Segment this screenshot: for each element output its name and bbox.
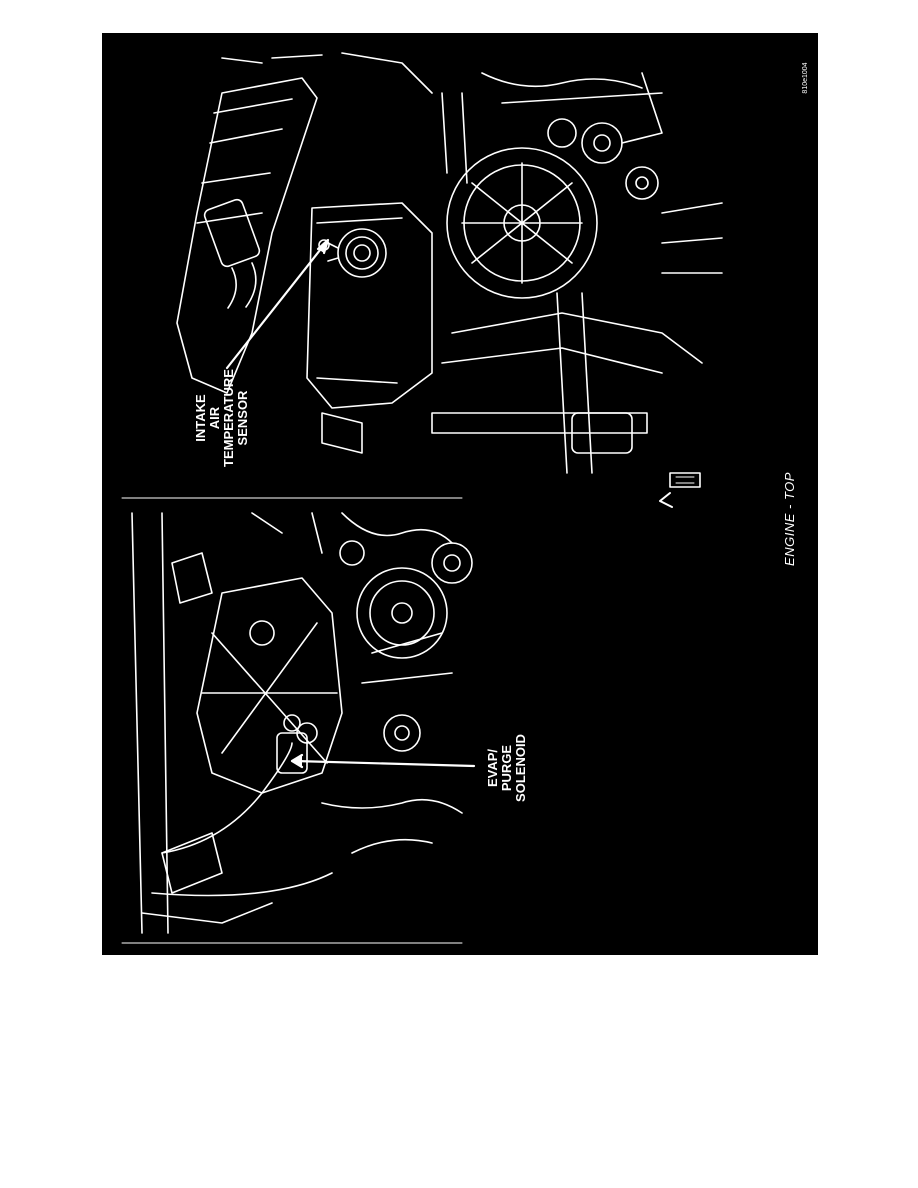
engine-top-view [176,52,723,508]
iat-leader-tip [316,238,330,255]
iat-label-line-4: SENSOR [235,390,250,446]
iat-label-line-2: AIR [207,406,222,430]
iat-label-line-3: TEMPERATURE [221,369,236,467]
iat-label-line-1: INTAKE [193,394,208,442]
diagram-panel: INTAKE AIR TEMPERATURE SENSOR EVAP/ PURG… [102,33,818,955]
forward-arrow-icon [659,472,701,508]
image-id: 810e1004 [802,62,809,94]
evap-label-line-3: SOLENOID [513,734,528,802]
evap-label-line-1: EVAP/ [485,748,500,788]
figure-caption: ENGINE - TOP [782,472,797,566]
evap-leader [293,759,476,768]
leader-lines [225,238,476,769]
evap-purge-solenoid-label: EVAP/ PURGE SOLENOID [485,723,532,813]
engine-line-art [121,52,723,944]
intake-air-temperature-sensor-label: INTAKE AIR TEMPERATURE SENSOR [193,358,254,478]
engine-bottom-view [121,497,473,944]
evap-leader-tip [290,753,304,769]
evap-label-line-2: PURGE [499,744,514,792]
iat-leader [225,243,326,370]
